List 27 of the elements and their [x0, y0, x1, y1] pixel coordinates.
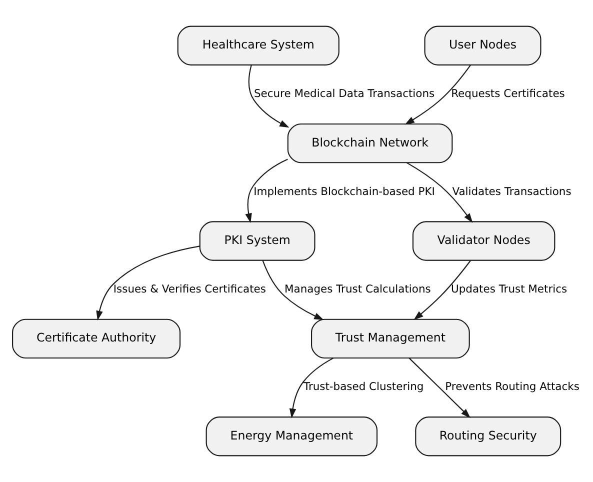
node-box: Blockchain Network — [287, 123, 453, 164]
node-box: Energy Management — [206, 416, 378, 456]
arrow — [245, 158, 288, 224]
node-box: Healthcare System — [177, 26, 340, 66]
edge-label: Trust-based Clustering — [303, 380, 424, 394]
edge-label: Implements Blockchain-based PKI — [254, 184, 435, 198]
edge-label: Issues & Verifies Certificates — [113, 282, 266, 296]
node-box: Trust Management — [311, 318, 470, 359]
arrow — [248, 65, 290, 128]
edge-label: Validates Transactions — [452, 184, 572, 198]
arrow — [262, 260, 324, 320]
node-box: PKI System — [199, 221, 316, 261]
node-box: User Nodes — [424, 26, 542, 66]
edge-label: Requests Certificates — [451, 87, 565, 100]
arrow — [408, 358, 471, 418]
arrow — [404, 64, 472, 125]
node-box: Validator Nodes — [412, 221, 556, 261]
arrow — [406, 162, 473, 223]
edge-label: Prevents Routing Attacks — [445, 380, 580, 394]
arrow — [289, 358, 334, 418]
edge-label: Secure Medical Data Transactions — [254, 87, 435, 100]
edge-label: Manages Trust Calculations — [284, 282, 431, 296]
node-box: Certificate Authority — [12, 318, 181, 359]
node-box: Routing Security — [415, 416, 562, 456]
arrow — [96, 246, 200, 320]
edge-label: Updates Trust Metrics — [451, 282, 568, 296]
arrow — [414, 260, 471, 320]
